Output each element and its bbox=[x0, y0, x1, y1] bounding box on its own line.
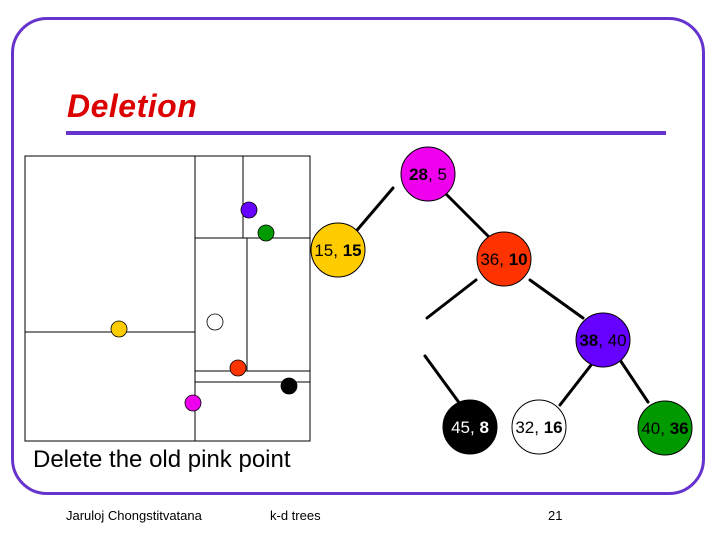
svg-text:32, 16: 32, 16 bbox=[515, 418, 562, 437]
point-red bbox=[229, 359, 247, 377]
tree-nodes: 28, 5 15, 15 36, 10 38, 40 45, 8 32, 16 … bbox=[310, 146, 693, 456]
tree-node-45-8: 45, 8 bbox=[442, 399, 498, 455]
edge-to-45-8 bbox=[423, 354, 465, 410]
footer-topic: k-d trees bbox=[270, 508, 321, 523]
edge-28-15 bbox=[350, 186, 395, 238]
tree-node-40-36: 40, 36 bbox=[637, 400, 693, 456]
edge-36-left bbox=[425, 278, 478, 320]
svg-text:40, 36: 40, 36 bbox=[641, 419, 688, 438]
slide-caption: Delete the old pink point bbox=[33, 446, 291, 473]
svg-text:15, 15: 15, 15 bbox=[314, 241, 361, 260]
plane-points bbox=[110, 201, 298, 412]
edge-36-38 bbox=[528, 278, 585, 320]
point-white bbox=[206, 313, 224, 331]
slide-title: Deletion bbox=[67, 88, 198, 124]
svg-text:45, 8: 45, 8 bbox=[451, 418, 489, 437]
point-black bbox=[280, 377, 298, 395]
edge-28-36 bbox=[440, 188, 492, 240]
edge-38-32 bbox=[558, 358, 597, 407]
tree-node-38-40: 38, 40 bbox=[575, 312, 631, 368]
svg-text:36, 10: 36, 10 bbox=[480, 250, 527, 269]
svg-text:28, 5: 28, 5 bbox=[409, 165, 447, 184]
slide-frame bbox=[11, 17, 705, 495]
tree-node-15-15: 15, 15 bbox=[310, 222, 366, 278]
title-underline bbox=[66, 131, 666, 135]
svg-text:38, 40: 38, 40 bbox=[579, 331, 626, 350]
plane-border bbox=[24, 155, 311, 442]
tree-edges bbox=[350, 186, 650, 410]
point-pink bbox=[184, 394, 202, 412]
point-purple bbox=[240, 201, 258, 219]
footer-author: Jaruloj Chongstitvatana bbox=[66, 508, 202, 523]
point-yellow bbox=[110, 320, 128, 338]
tree-node-28-5: 28, 5 bbox=[400, 146, 456, 202]
edge-38-40 bbox=[618, 358, 650, 404]
tree-node-36-10: 36, 10 bbox=[476, 231, 532, 287]
footer-page-number: 21 bbox=[548, 508, 563, 523]
partition-plane bbox=[24, 155, 311, 442]
point-green bbox=[257, 224, 275, 242]
tree-node-32-16: 32, 16 bbox=[511, 399, 567, 455]
